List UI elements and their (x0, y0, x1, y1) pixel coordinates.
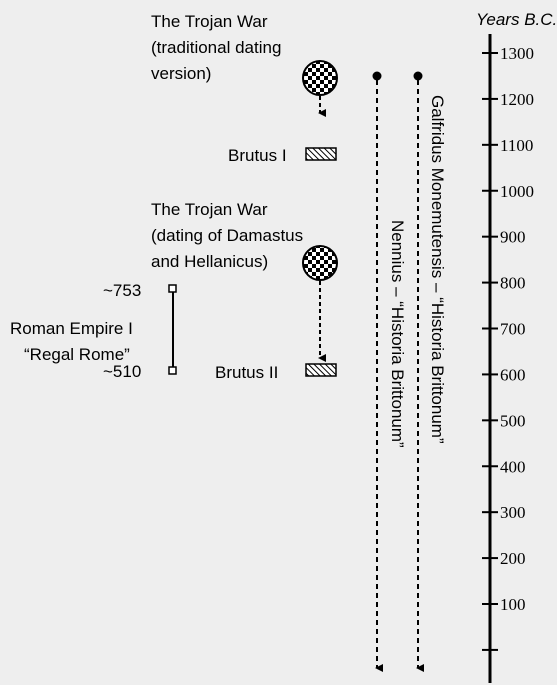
axis-tick-label: 600 (500, 365, 526, 384)
axis-tick-label: 1000 (500, 182, 534, 201)
axis-tick-label: 800 (500, 274, 526, 293)
roman-empire-name-line-2: “Regal Rome” (24, 345, 130, 364)
nennius-start-dot (372, 71, 382, 81)
brutus-i: Brutus I (228, 146, 337, 165)
axis-tick-label: 200 (500, 549, 526, 568)
nennius-source: Nennius – “Historia Brittonum” (372, 71, 407, 672)
axis-tick-label: 1100 (500, 136, 533, 155)
trojan-war-1-line-3: version) (151, 64, 211, 83)
roman-empire-name-line-1: Roman Empire I (10, 319, 133, 338)
trojan-war-2-line-3: and Hellanicus) (151, 252, 268, 271)
axis-tick-label: 700 (500, 320, 526, 339)
brutus-ii: Brutus II (215, 363, 337, 382)
trojan-war-damastus: The Trojan War (dating of Damastus and H… (151, 200, 338, 362)
axis-tick-label: 500 (500, 411, 526, 430)
trojan-war-2-line-2: (dating of Damastus (151, 226, 303, 245)
roman-empire-top-label: ~753 (103, 281, 141, 300)
trojan-war-traditional: The Trojan War (traditional dating versi… (151, 12, 338, 117)
galfridus-label: Galfridus Monemutensis – “Historia Britt… (428, 95, 447, 444)
brutus-1-hatch-icon (305, 147, 337, 161)
brutus-2-label: Brutus II (215, 363, 278, 382)
axis-tick-label: 300 (500, 503, 526, 522)
galfridus-source: Galfridus Monemutensis – “Historia Britt… (413, 71, 447, 672)
trojan-war-1-line-1: The Trojan War (151, 12, 268, 31)
nennius-label: Nennius – “Historia Brittonum” (388, 220, 407, 448)
axis-unit-label: Years B.C. (476, 10, 557, 29)
axis-tick-label: 900 (500, 228, 526, 247)
roman-empire-end-marker (168, 366, 177, 375)
trojan-war-1-line-2: (traditional dating (151, 38, 281, 57)
roman-empire-bottom-label: ~510 (103, 362, 141, 381)
trojan-war-2-line-1: The Trojan War (151, 200, 268, 219)
axis-tick-label: 400 (500, 457, 526, 476)
axis-tick-label: 1300 (500, 44, 534, 63)
galfridus-start-dot (413, 71, 423, 81)
trojan-war-1-marker-icon (302, 60, 338, 96)
axis-ticks: 1300 1200 1100 1000 900 800 700 600 500 400 300 200… (482, 44, 534, 651)
roman-empire-i: ~753 ~510 Roman Empire I “Regal Rome” (10, 281, 177, 381)
brutus-1-label: Brutus I (228, 146, 287, 165)
trojan-war-2-marker-icon (302, 245, 338, 281)
brutus-2-hatch-icon (305, 363, 337, 377)
axis-tick-label: 1200 (500, 90, 534, 109)
axis-tick-label: 100 (500, 595, 526, 614)
time-axis: Years B.C. 1300 1200 1100 1000 900 800 700 600 5… (476, 10, 557, 683)
roman-empire-start-marker (168, 284, 177, 293)
